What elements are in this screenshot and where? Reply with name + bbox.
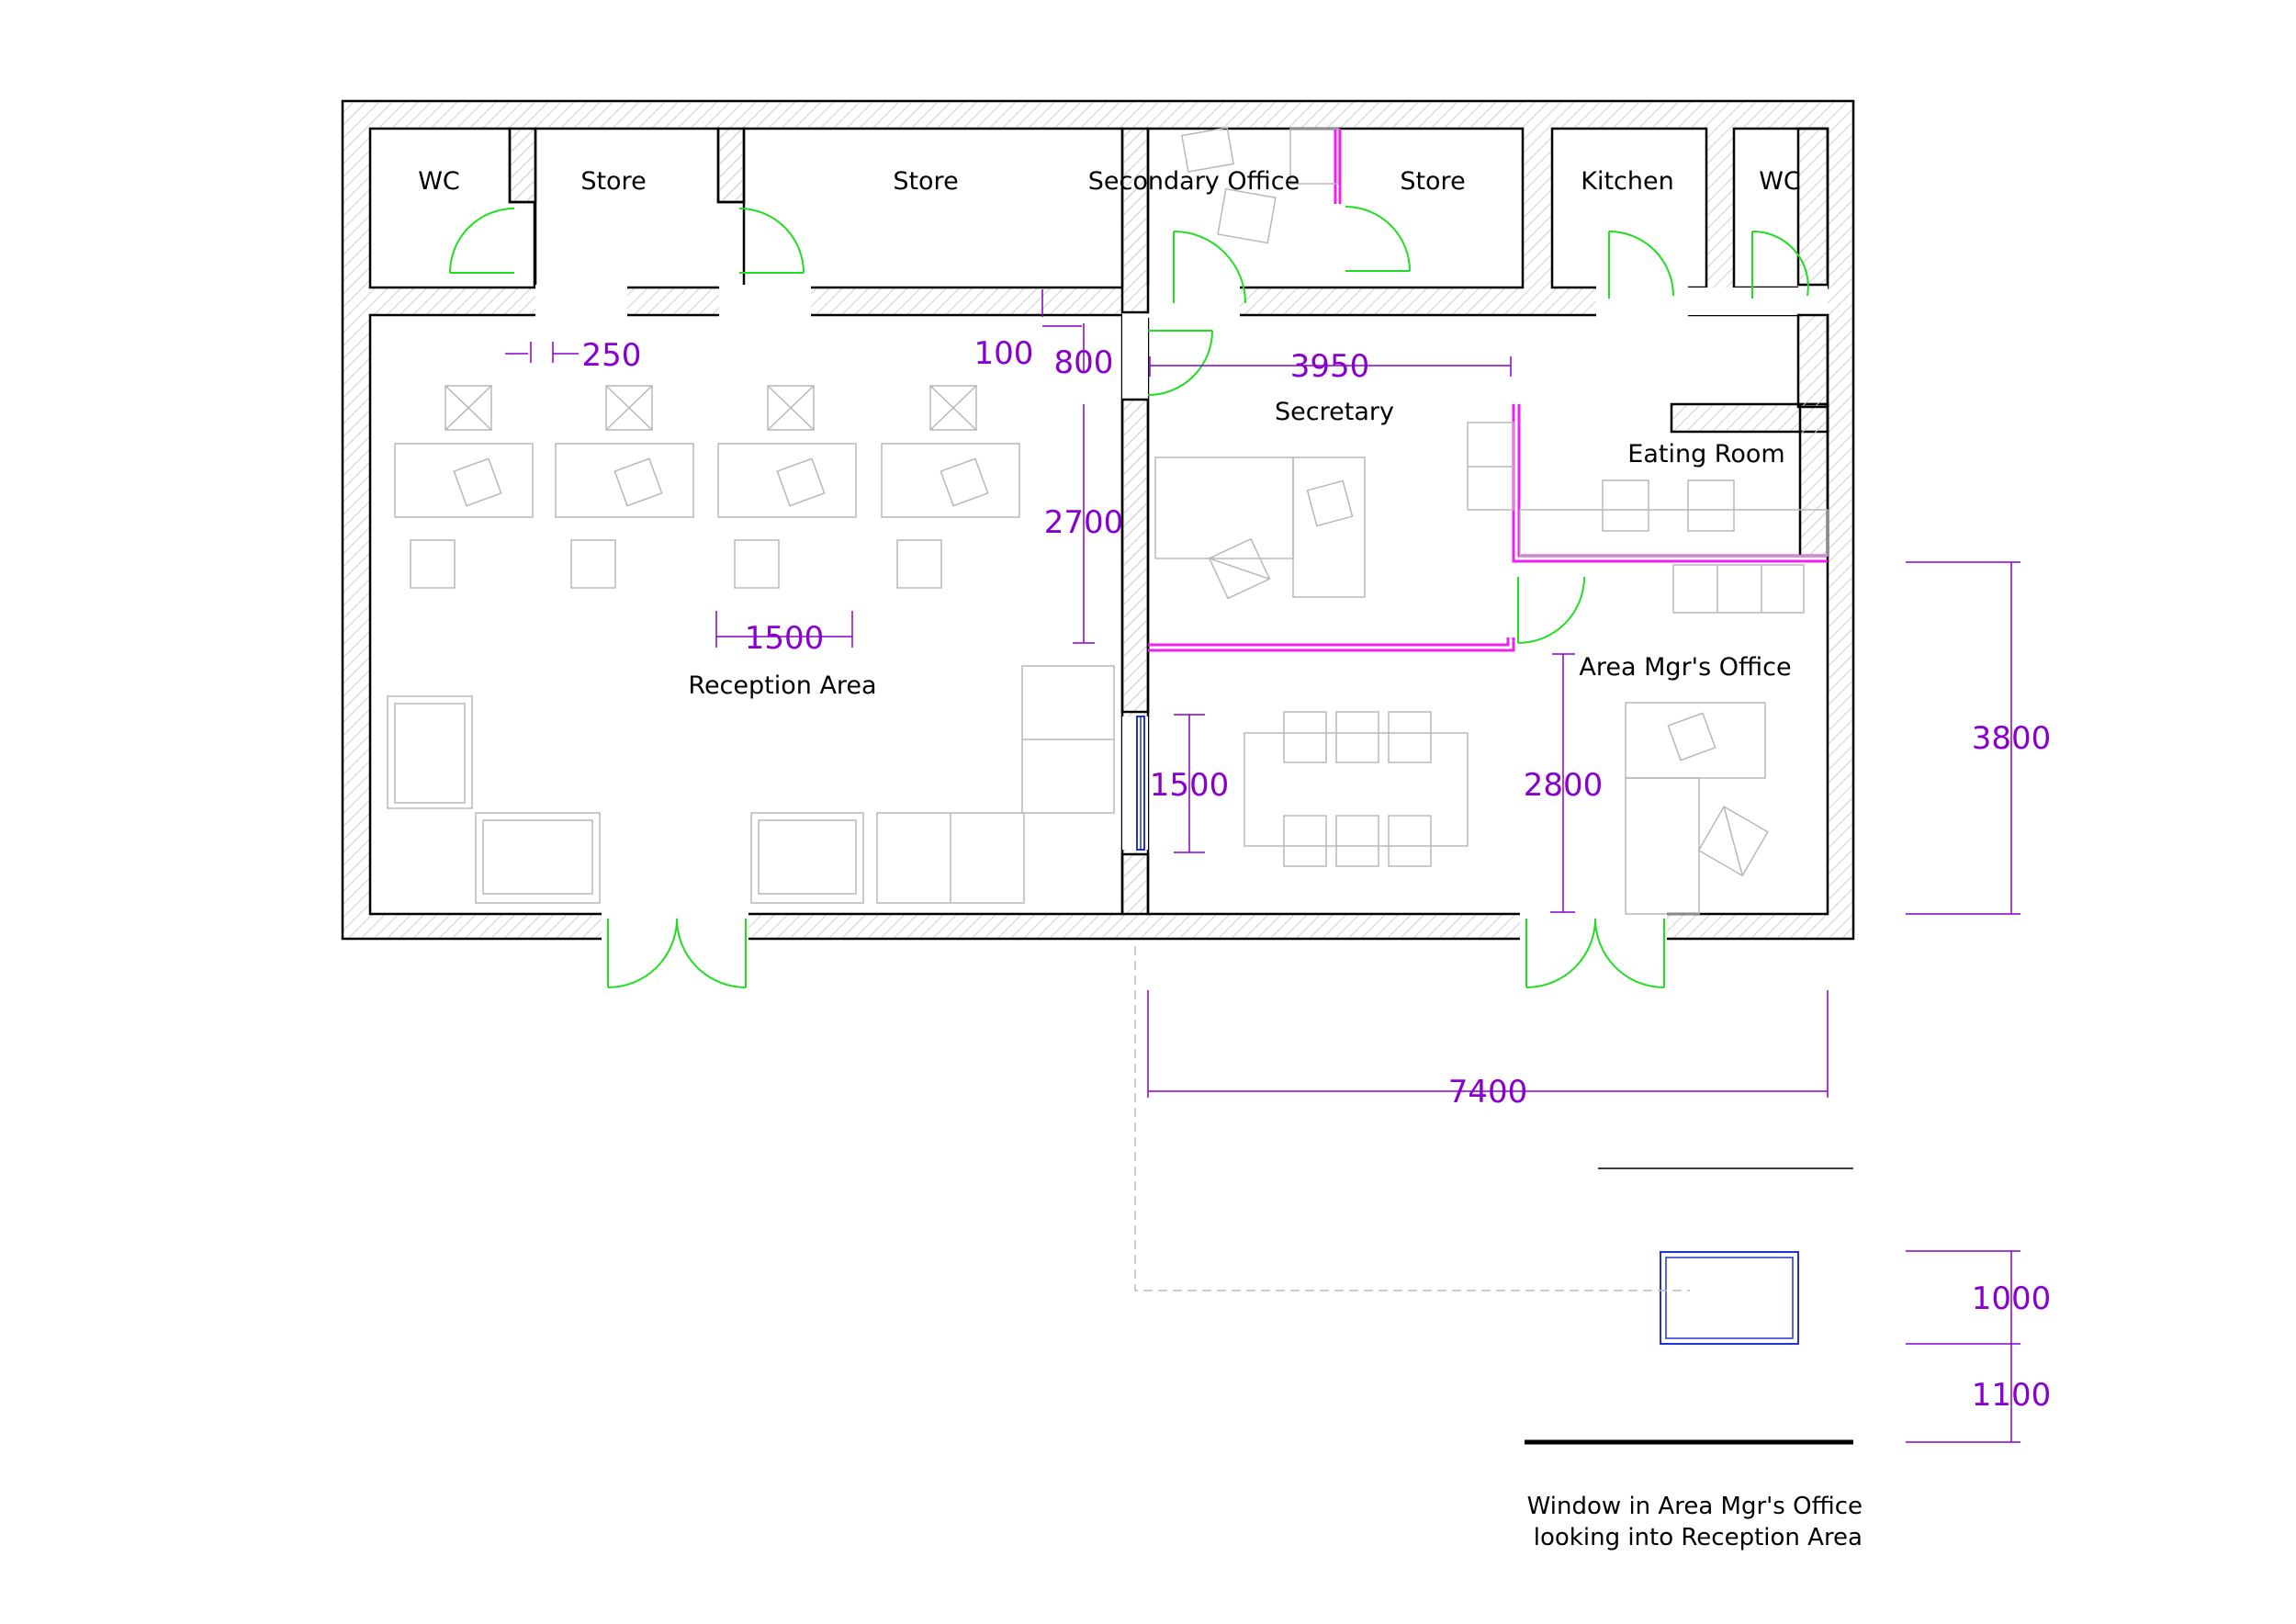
room-label-kitchen: Kitchen: [1581, 167, 1673, 196]
desk-chair: [767, 385, 815, 431]
room-label-area-mgrs-office: Area Mgr's Office: [1579, 653, 1791, 682]
desk-chair: [929, 385, 977, 431]
dim-2800: 2800: [1524, 767, 1604, 804]
partitions: [508, 127, 1829, 916]
room-label-secondary-office: Secondary Office: [1088, 167, 1300, 196]
room-label-store-2: Store: [893, 167, 958, 196]
elevation-lines: [1134, 946, 1853, 1445]
desk-chair: [605, 385, 653, 431]
dim-100: 100: [974, 335, 1034, 372]
dim-1100: 1100: [1972, 1377, 2052, 1414]
doors: [449, 206, 1809, 988]
dim-7400: 7400: [1448, 1074, 1528, 1111]
caption-line-2: looking into Reception Area: [1534, 1524, 1863, 1551]
room-label-eating-room: Eating Room: [1627, 440, 1784, 468]
dimension-labels: 250 100 800 3950 2700 1500 1500 2800 380…: [582, 335, 2052, 1414]
dim-1500-window: 1500: [1150, 767, 1230, 804]
dim-800: 800: [1054, 344, 1114, 381]
furniture: [387, 127, 1829, 1345]
room-label-secretary: Secretary: [1275, 398, 1394, 426]
room-labels: WC Store Store Secondary Office Store Ki…: [418, 167, 1801, 700]
room-label-store-1: Store: [580, 167, 646, 196]
dim-250: 250: [582, 337, 642, 374]
room-label-reception-area: Reception Area: [688, 671, 876, 700]
elevation-caption: Window in Area Mgr's Office looking into…: [1527, 1493, 1863, 1551]
desk-chair: [445, 385, 492, 431]
dim-2700: 2700: [1044, 504, 1124, 541]
internal-window: [1136, 716, 1145, 851]
secretary-chair: [1208, 537, 1271, 600]
dimension-lines: [505, 289, 2020, 1443]
room-label-wc-right: WC: [1759, 167, 1801, 196]
caption-line-1: Window in Area Mgr's Office: [1527, 1493, 1863, 1520]
dim-3950: 3950: [1290, 348, 1370, 385]
room-label-store-3: Store: [1400, 167, 1465, 196]
dim-1000: 1000: [1972, 1280, 2052, 1317]
room-label-wc-left: WC: [418, 167, 460, 196]
wall-openings: [535, 285, 1828, 941]
dim-1500-desk: 1500: [745, 620, 825, 657]
dim-3800: 3800: [1972, 720, 2052, 757]
